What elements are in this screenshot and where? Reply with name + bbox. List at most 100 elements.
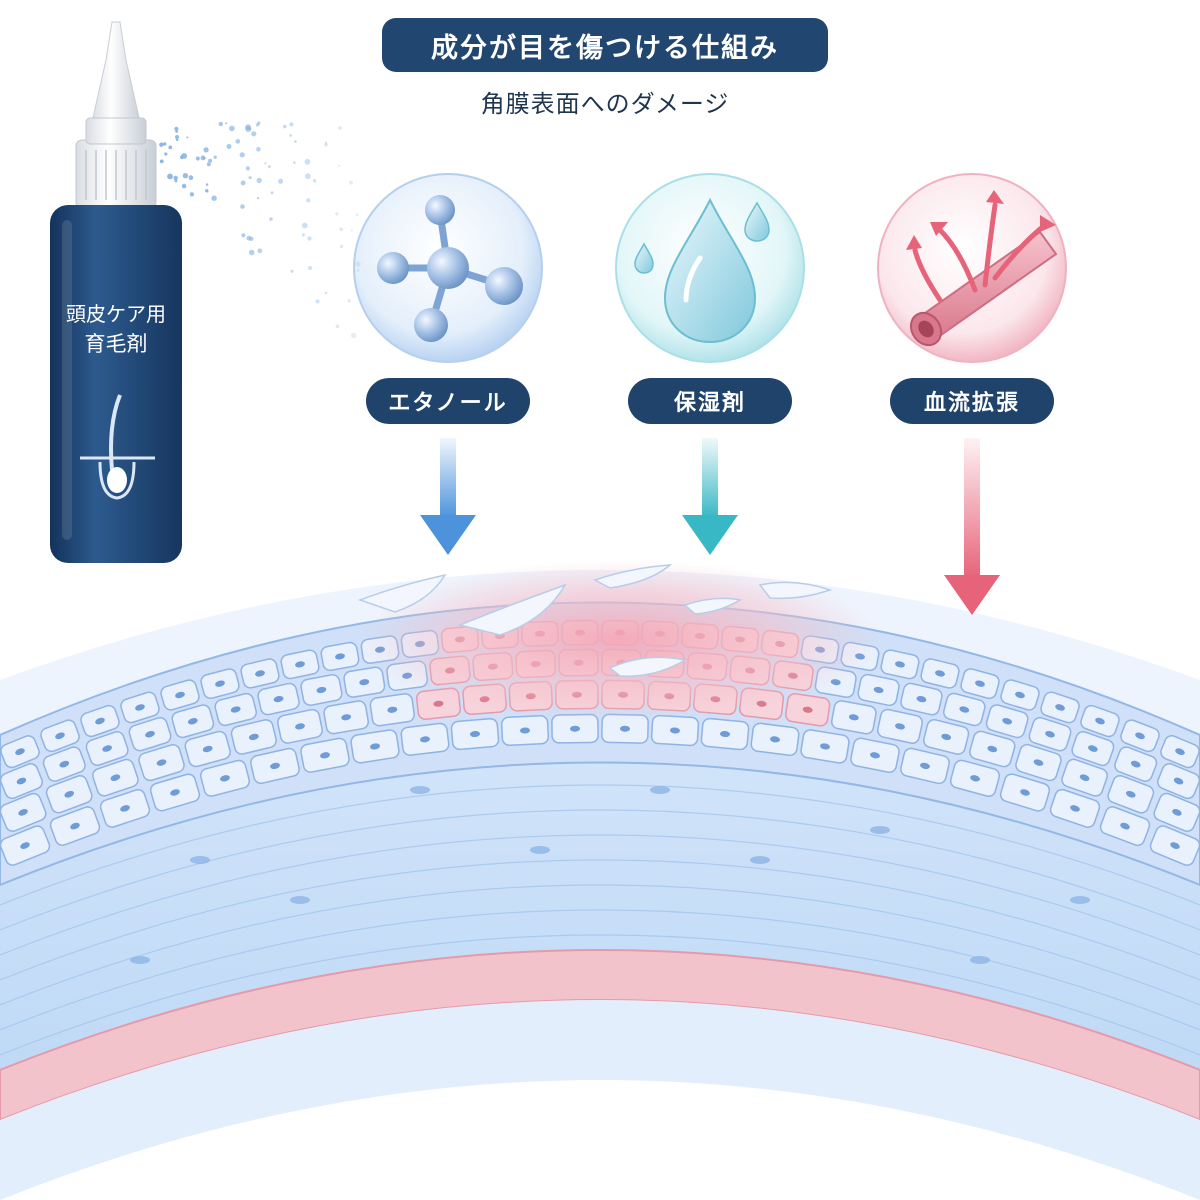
spray-droplet [213,155,217,159]
spray-droplet [324,143,328,147]
spray-droplet [205,183,209,186]
spray-droplet [226,144,232,149]
spray-droplet [278,178,284,184]
cell-nucleus [873,686,884,694]
spray-droplet [203,147,209,153]
cell-nucleus [802,706,813,713]
spray-droplet [195,156,200,161]
cell-nucleus [295,661,305,668]
cell-nucleus [387,706,398,713]
spray-droplet [304,158,311,165]
cell-nucleus [1015,691,1025,699]
ingredient-label-vasodilation: 血流拡張 [890,378,1054,424]
spray-droplet [306,198,311,203]
cell-nucleus [175,691,185,699]
spray-droplet [315,299,320,304]
cell-nucleus [59,760,70,768]
cell-nucleus [1135,732,1145,740]
spray-droplet [205,188,209,193]
spray-droplet [245,166,250,171]
cell-nucleus [120,805,130,812]
spray-droplet [208,158,213,163]
ingredient-label-ethanol: エタノール [366,378,530,424]
cell-nucleus [215,680,225,687]
page-title: 成分が目を傷つける仕組み [382,18,828,72]
spray-droplet [211,195,217,201]
spray-droplet [175,138,179,142]
cell-nucleus [895,661,905,668]
spray-droplet [175,130,179,133]
cell-nucleus [95,717,105,725]
spray-droplet [218,121,223,127]
spray-droplet [180,155,184,160]
spray-droplet [289,134,292,137]
cell-nucleus [941,733,952,741]
spray-droplet [240,180,246,186]
spray-droplet [235,139,241,144]
spray-droplet [257,248,263,254]
spray-droplet [335,324,340,329]
spray-droplet [308,266,313,270]
spray-droplet [251,131,257,137]
spray-droplet [164,152,168,156]
cell-nucleus [64,790,75,798]
ingredient-label-moisturizer: 保湿剤 [628,378,792,424]
cell-nucleus [433,700,444,707]
cell-nucleus [273,695,284,703]
spray-droplet [335,212,339,216]
cell-nucleus [359,679,370,686]
cell-nucleus [270,762,280,770]
spray-droplet [293,161,296,164]
cell-nucleus [135,704,145,711]
spray-droplet [248,249,255,256]
spray-droplet [159,142,164,147]
cell-nucleus [916,695,927,703]
spray-droplet [203,157,206,160]
spray-droplet [355,213,359,217]
cell-nucleus [1175,748,1185,756]
spray-droplet [239,152,245,158]
spray-droplet [248,176,252,180]
spray-droplet [188,175,194,181]
cell-nucleus [935,670,945,677]
spray-droplet [338,164,341,167]
cell-nucleus [102,745,112,752]
cell-nucleus [156,759,167,766]
spray-droplet [294,140,297,143]
cell-nucleus [975,680,985,687]
spray-droplet [167,173,173,180]
product-label-line1: 頭皮ケア用 [66,302,166,326]
cell-nucleus [670,727,680,734]
cell-nucleus [620,725,630,732]
cell-nucleus [15,748,25,755]
damage-zone [360,560,880,720]
spray-droplet [290,269,294,273]
spray-droplet [283,124,287,129]
product-label-line2: 育毛剤 [84,332,148,356]
cell-nucleus [187,718,198,725]
spray-droplet [225,122,228,125]
spray-droplet [339,244,344,249]
cell-nucleus [770,736,780,743]
cell-nucleus [110,774,121,781]
cell-nucleus [1020,789,1030,796]
spray-droplet [350,229,353,232]
spray-droplet [270,191,274,195]
spray-droplet [356,268,360,272]
blood-vessel-icon [877,173,1067,363]
spray-droplet [312,179,317,183]
cell-nucleus [987,745,998,753]
spray-droplet [301,222,308,229]
spray-droplet [229,125,235,132]
cell-nucleus [1130,760,1141,768]
spray-droplet [240,204,245,209]
cell-nucleus [1002,718,1013,725]
cell-nucleus [20,842,30,849]
cell-nucleus [1070,805,1080,812]
cell-nucleus [970,775,980,782]
cell-nucleus [145,730,155,738]
keratocytes [130,786,1090,964]
cell-nucleus [720,731,730,738]
spray-droplet [338,126,342,130]
